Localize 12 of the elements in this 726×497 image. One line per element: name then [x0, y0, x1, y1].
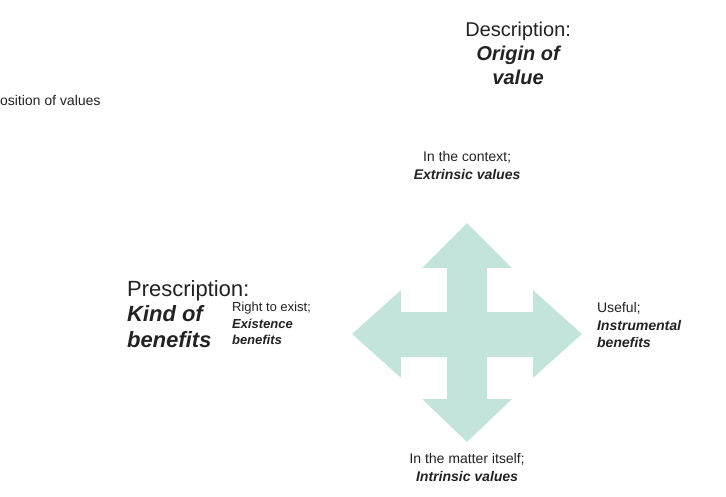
axis-label: Existence benefits [232, 316, 294, 348]
axis-label: In the matter itself; [408, 450, 526, 467]
axis-label: In the context; [422, 148, 512, 165]
heading-text: Description: [464, 18, 572, 42]
heading-text: Prescription: [127, 276, 250, 302]
axis-label: Extrinsic values [412, 166, 522, 183]
axis-label: Useful; [597, 299, 642, 316]
axis-label: Intrinsic values [415, 468, 519, 485]
axis-label: Right to exist; [232, 299, 312, 315]
caption-text: osition of values [0, 92, 102, 109]
axis-label: Instrumental benefits [597, 317, 682, 351]
heading-text: Origin of value [475, 42, 562, 90]
